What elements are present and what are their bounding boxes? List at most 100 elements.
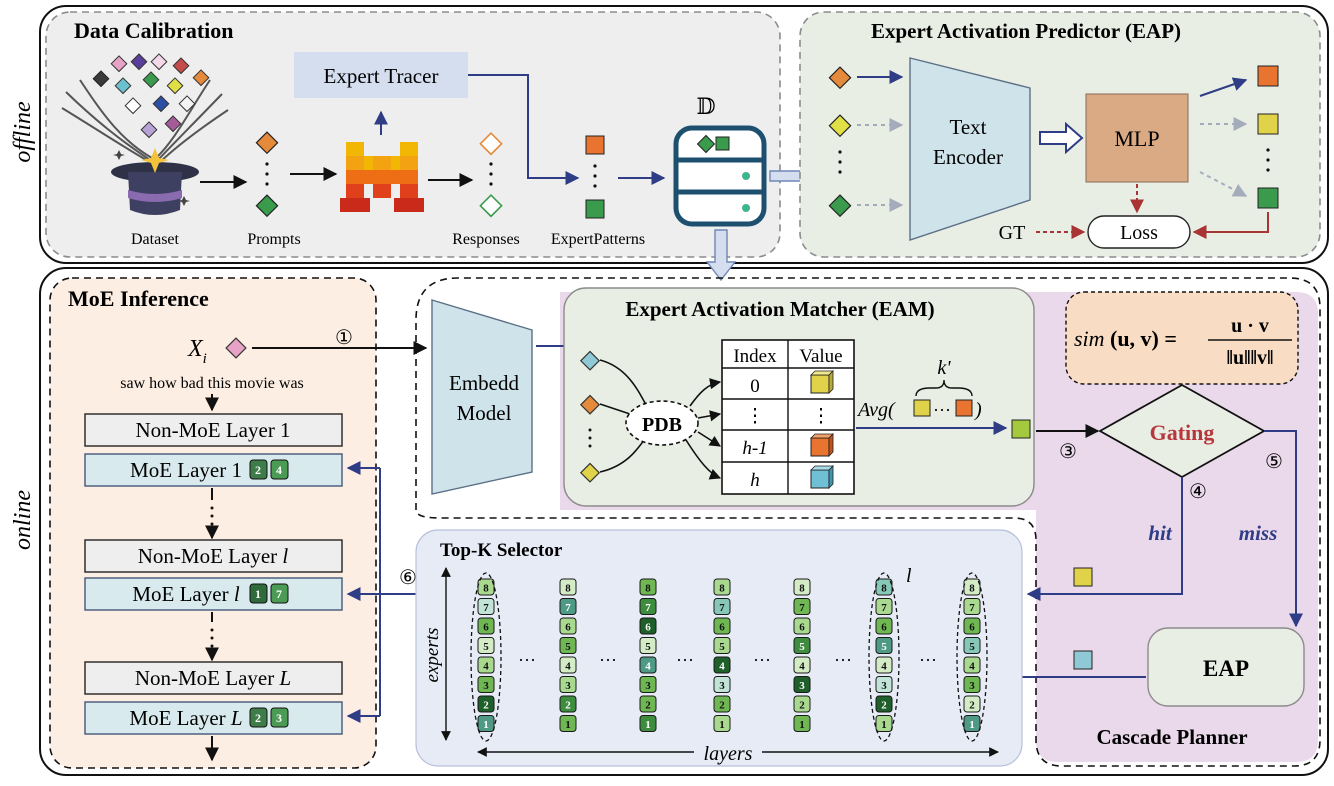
sim-denominator: ‖u‖‖v‖ <box>1226 347 1273 369</box>
expert-number: 3 <box>881 680 887 692</box>
expert-cell <box>793 676 811 693</box>
expert-cell <box>963 637 981 654</box>
selected-layer-outline <box>956 572 988 742</box>
layer-ellipsis: ··· <box>753 650 771 670</box>
expert-cell <box>963 695 981 713</box>
averaged-expert-cube <box>1011 419 1031 439</box>
offline-frame <box>39 5 1329 264</box>
expert-cell <box>793 715 811 732</box>
step-4: ④ <box>1189 481 1207 503</box>
expert-cell <box>559 695 577 713</box>
expert-cell <box>713 617 731 635</box>
expert-number: 8 <box>719 583 725 595</box>
sim-args: (u, v) = <box>1110 326 1177 351</box>
step-5: ⑤ <box>1265 451 1283 473</box>
miss-expert-cube <box>1073 650 1093 670</box>
miss-label: miss <box>1239 521 1278 545</box>
online-label: online <box>10 490 36 550</box>
database-icon <box>673 125 767 227</box>
expert-number: 8 <box>483 583 489 595</box>
moe-layer-l-expert-a: 1 <box>255 587 261 601</box>
expert-number: 1 <box>799 719 805 731</box>
expert-number: 3 <box>719 680 725 692</box>
prompts-column <box>255 131 279 218</box>
non-moe-layer-L-label: Non-MoE Layer L <box>135 666 291 690</box>
step-1: ① <box>335 327 353 349</box>
expert-cell <box>793 637 811 654</box>
layers-axis-text: layers <box>704 743 753 765</box>
expert-number: 2 <box>719 700 725 712</box>
table-header-index: Index <box>733 346 777 367</box>
moe-layer-1-label: MoE Layer 1 <box>130 458 242 482</box>
expert-cell <box>963 676 981 693</box>
expert-number: 3 <box>969 680 975 692</box>
k-prime-label: k' <box>937 357 951 379</box>
expert-cell <box>559 715 577 732</box>
expert-cell <box>559 676 577 693</box>
expert-patterns-column <box>585 135 605 219</box>
expert-cell <box>477 695 495 713</box>
expert-cell <box>639 656 657 674</box>
dataset-diamonds <box>92 53 210 139</box>
sim-lhs: sim <box>1074 326 1105 351</box>
expert-number: 8 <box>645 583 651 595</box>
encoder-label-1: Text <box>949 115 986 139</box>
expert-cell <box>559 637 577 654</box>
expert-cell <box>559 578 577 596</box>
expert-number: 5 <box>645 641 651 653</box>
gt-label: GT <box>999 222 1026 244</box>
topk-title: Top-K Selector <box>440 540 563 561</box>
prompts-label: Prompts <box>247 231 300 248</box>
moe-inference-panel: MoE Inference Xi saw how bad this movie … <box>49 277 428 769</box>
mlp-block <box>1085 93 1189 183</box>
expert-number: 5 <box>483 641 489 653</box>
expert-number: 2 <box>881 700 887 712</box>
expert-cell <box>477 637 495 654</box>
expert-cell <box>477 656 495 674</box>
expert-number: 2 <box>483 700 489 712</box>
expert-cell <box>875 676 893 693</box>
expert-cell <box>875 637 893 654</box>
topk-l-label: l <box>906 565 912 587</box>
expert-number: 7 <box>645 602 651 614</box>
avg-close: ) <box>974 399 982 421</box>
hit-expert-cube <box>1073 567 1093 587</box>
expert-cell <box>559 598 577 615</box>
expert-cell <box>963 598 981 615</box>
sim-numerator: u · v <box>1231 315 1269 337</box>
table-row-3: h <box>750 470 760 491</box>
mlp-label: MLP <box>1114 126 1159 151</box>
expert-number: 1 <box>969 719 975 731</box>
eam-panel: Expert Activation Matcher (EAM) PDB Inde… <box>563 287 1035 507</box>
expert-number: 6 <box>969 622 975 634</box>
expert-number: 6 <box>799 622 805 634</box>
expert-number: 6 <box>645 622 651 634</box>
db-to-online-arrow <box>705 229 737 282</box>
expert-number: 7 <box>799 602 805 614</box>
pdb-label: PDB <box>642 414 682 436</box>
non-moe-layer-1 <box>84 413 343 447</box>
expert-tracer-label: Expert Tracer <box>324 64 439 88</box>
data-calibration-panel: Data Calibration <box>45 11 781 258</box>
cascade-planner-title: Cascade Planner <box>1096 725 1247 749</box>
expert-cell <box>963 715 981 732</box>
layer-ellipsis: ··· <box>919 650 937 670</box>
expert-number: 4 <box>881 661 887 673</box>
step-6-feedback: ⑥ <box>346 461 417 723</box>
step-3: ③ <box>1059 441 1077 463</box>
selected-layer-outline <box>868 572 900 742</box>
loss-label: Loss <box>1120 222 1158 244</box>
expert-cell <box>713 715 731 732</box>
expert-cell <box>713 637 731 654</box>
expert-patterns-label: ExpertPatterns <box>551 231 645 248</box>
expert-number: 4 <box>969 661 975 673</box>
non-moe-layer-l-label: Non-MoE Layer l <box>138 544 289 568</box>
expert-number: 5 <box>719 641 725 653</box>
expert-cell <box>793 598 811 615</box>
expert-number: 2 <box>969 700 975 712</box>
moe-layer-L-expert-b: 3 <box>276 711 282 725</box>
expert-cell <box>477 617 495 635</box>
dataset-label: Dataset <box>131 231 180 248</box>
expert-number: 3 <box>565 680 571 692</box>
